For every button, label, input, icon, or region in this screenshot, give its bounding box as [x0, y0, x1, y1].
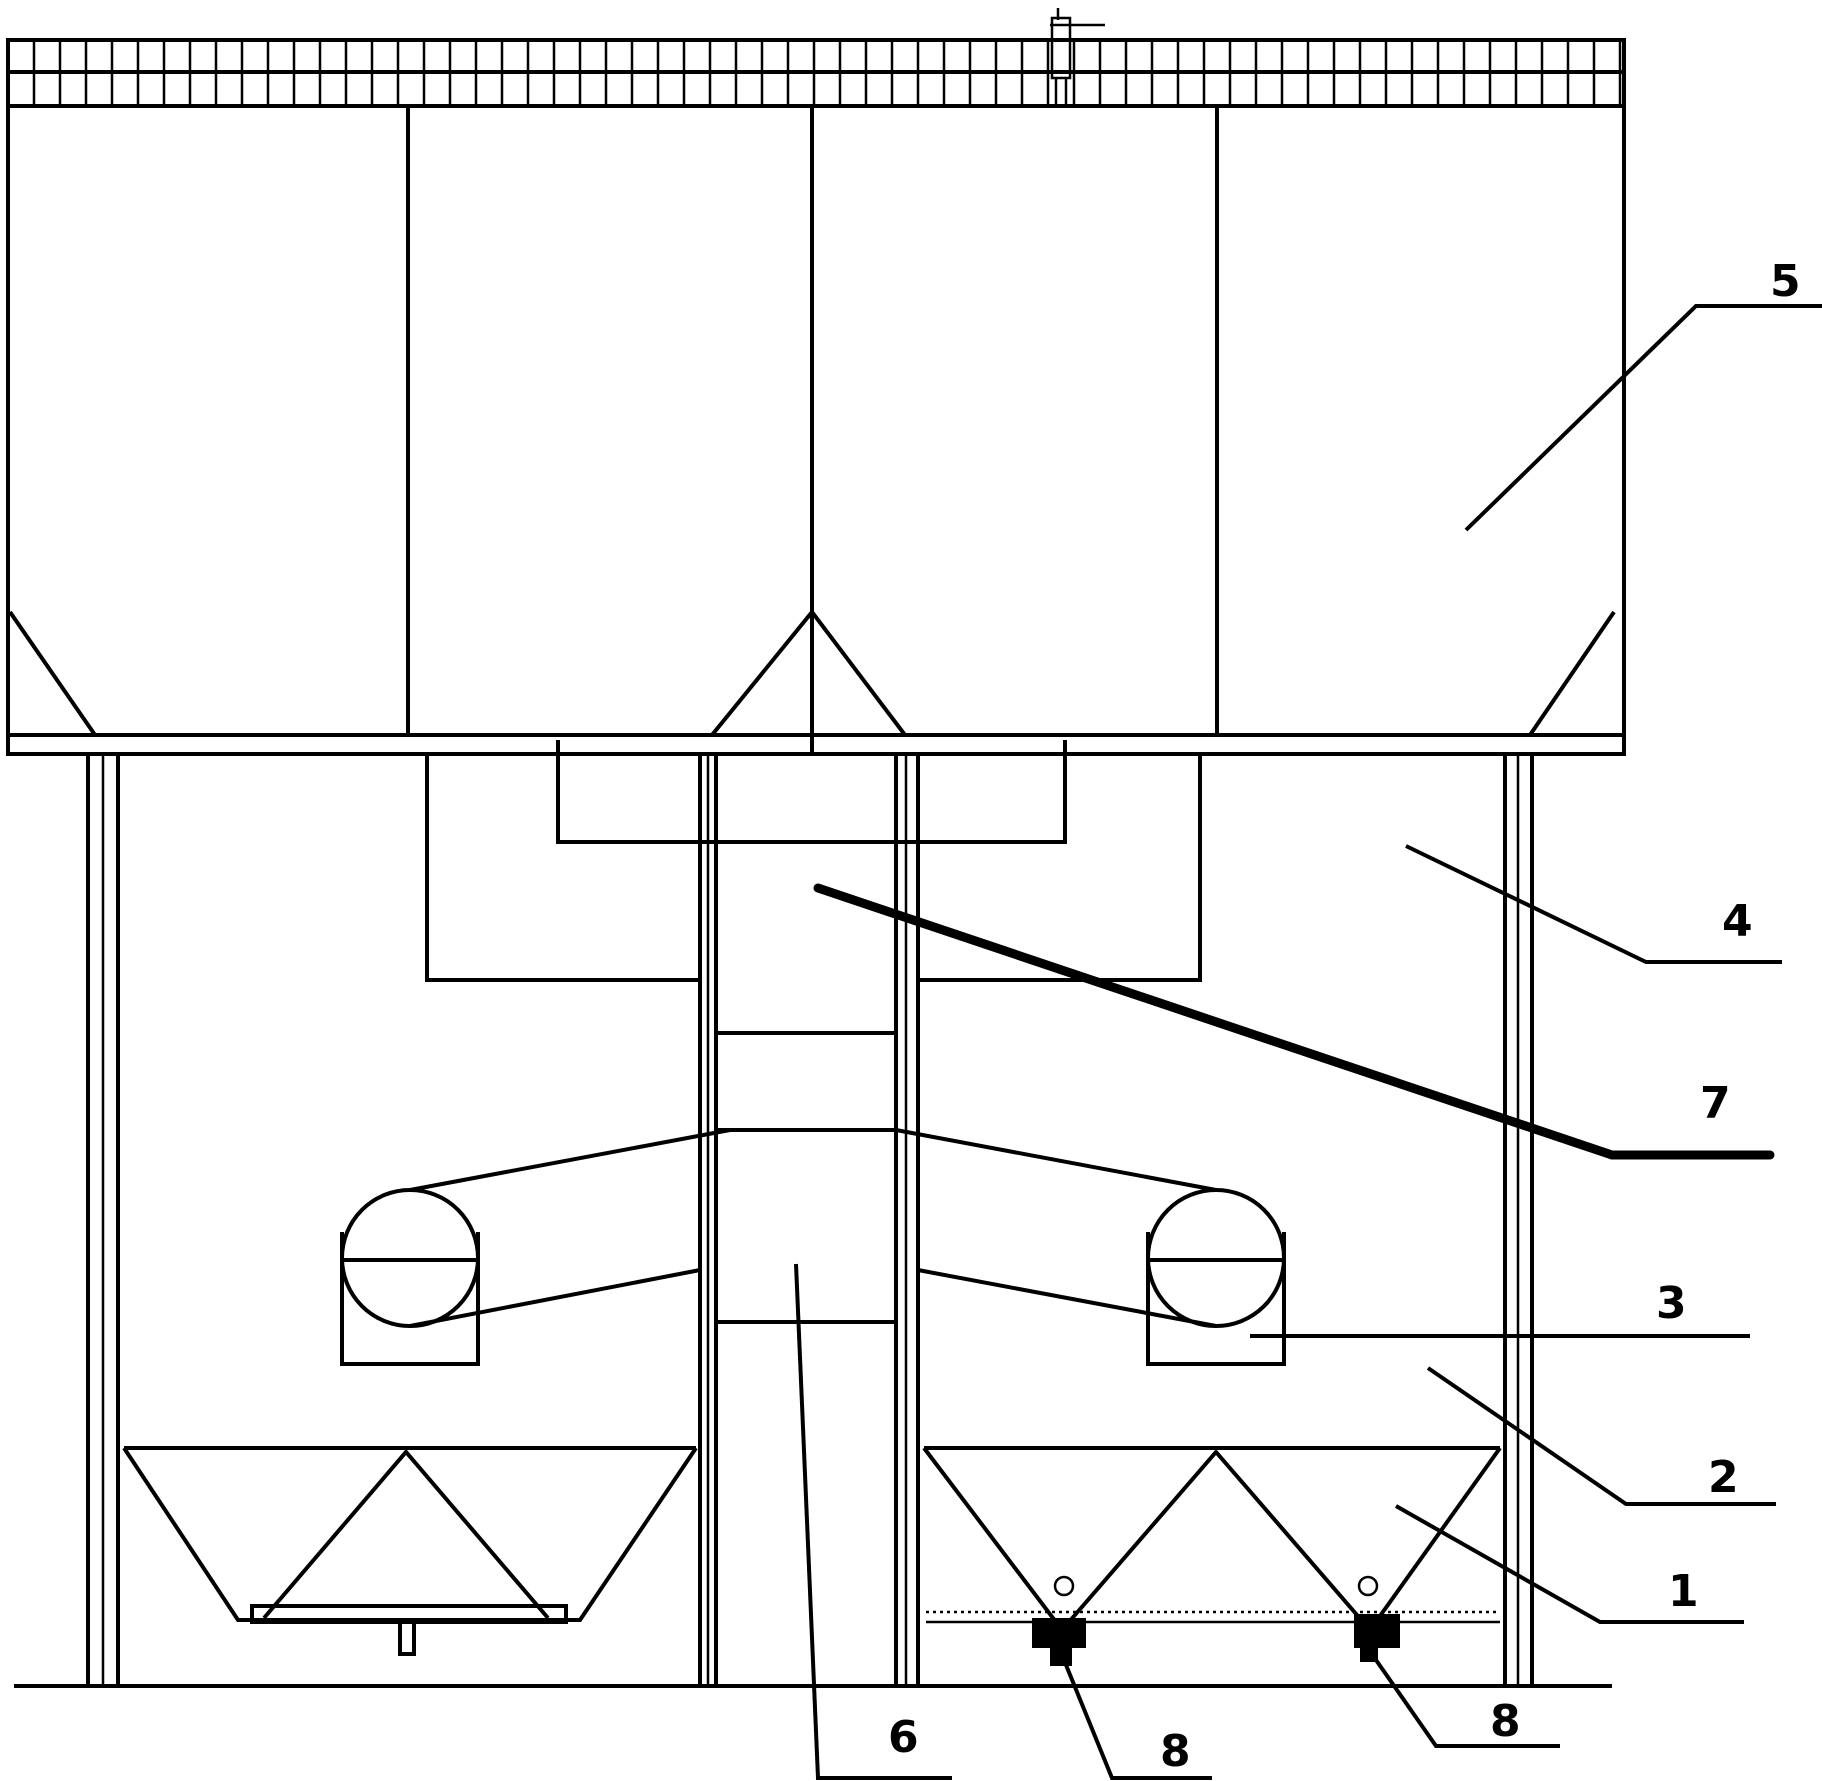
column-center-left: [698, 754, 718, 1686]
drive-belt-right: [895, 1128, 1217, 1192]
callout-5: 5: [1770, 256, 1801, 307]
inner-chute-frame: [556, 740, 1067, 844]
motor-base-left: [340, 1232, 480, 1366]
leader-8b: [1374, 1658, 1560, 1748]
column-center-right: [894, 754, 920, 1686]
column-left-outer: [86, 754, 120, 1686]
leader-8a: [1062, 1659, 1212, 1780]
belt-drive-left: [340, 1128, 731, 1366]
discharge-valve-right: [1354, 1575, 1400, 1662]
callout-4: 4: [1722, 896, 1753, 947]
leader-6: [794, 1263, 952, 1780]
callout-8: 8: [1160, 1726, 1191, 1777]
person-figure: [1050, 8, 1105, 104]
callout-8: 8: [1490, 1696, 1521, 1747]
hopper-left-outline: [122, 1446, 698, 1622]
top-railing: [32, 40, 1622, 106]
drive-belt-left: [409, 1128, 731, 1192]
callout-2: 2: [1708, 1452, 1739, 1503]
hopper-left-divider: [262, 1448, 550, 1620]
leader-5: [1464, 304, 1822, 532]
left-chute-frame: [425, 754, 700, 982]
discharge-valve-left: [1032, 1575, 1086, 1666]
support-columns: [86, 754, 1534, 1686]
hopper-left: [122, 1446, 698, 1656]
hopper-cone-right: [1528, 610, 1616, 737]
leader-1: [1395, 1504, 1744, 1624]
hopper-cone-center: [710, 608, 907, 737]
belt-drive-right: [895, 1128, 1286, 1366]
motor-base-right: [1146, 1232, 1286, 1366]
central-elevator: [716, 1031, 896, 1324]
hopper-right: [922, 1446, 1502, 1666]
leader-lines: [794, 304, 1822, 1780]
callout-labels: 5 4 7 3 2 1 6 8 8: [888, 256, 1801, 1777]
discharge-chutes: [425, 740, 1202, 982]
right-chute-frame: [918, 754, 1202, 982]
silo-block: [6, 8, 1626, 756]
hopper-cone-left: [8, 610, 97, 737]
column-right-outer: [1503, 754, 1534, 1686]
hopper-right-outline: [922, 1446, 1502, 1634]
callout-3: 3: [1656, 1278, 1687, 1329]
callout-7: 7: [1700, 1078, 1731, 1129]
callout-6: 6: [888, 1712, 919, 1763]
leader-4: [1405, 844, 1782, 964]
callout-1: 1: [1668, 1566, 1699, 1617]
outlet-spout: [398, 1620, 416, 1656]
silo-outline: [6, 38, 1626, 756]
inclined-conveyor: [813, 883, 1617, 1160]
leader-2: [1426, 1366, 1776, 1506]
